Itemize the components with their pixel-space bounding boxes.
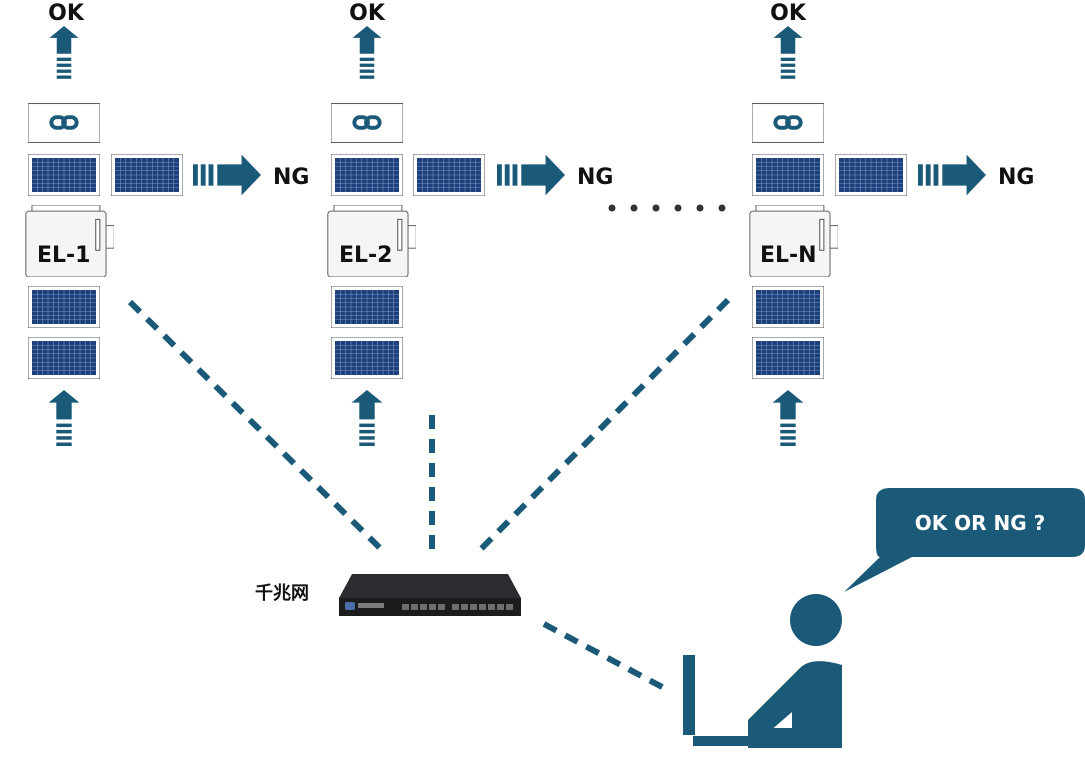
solar-panel: [331, 154, 403, 196]
el-label: EL-1: [37, 243, 91, 268]
ok-label: OK: [349, 1, 386, 26]
ok-label: OK: [770, 1, 807, 26]
solar-panel: [331, 286, 403, 328]
ellipsis-icon: [608, 204, 726, 212]
station-el-1: OK NG EL-1: [25, 1, 309, 446]
arrow-up-icon: [773, 26, 803, 79]
solar-panel: [752, 286, 824, 328]
ok-label: OK: [48, 1, 85, 26]
link-el-n: [477, 297, 731, 553]
link-icon: [28, 103, 100, 143]
arrow-up-icon: [49, 26, 79, 79]
arrow-right-icon: [918, 154, 986, 196]
operator-icon: [683, 594, 842, 748]
solar-panel-ng: [413, 154, 485, 196]
solar-panel: [752, 154, 824, 196]
arrow-up-icon: [48, 390, 80, 446]
router-icon: [339, 574, 521, 616]
el-label: EL-N: [760, 243, 817, 268]
speech-bubble: OK OR NG ?: [844, 488, 1085, 592]
arrow-up-icon: [351, 390, 383, 446]
ng-label: NG: [273, 165, 309, 190]
arrow-right-icon: [497, 154, 565, 196]
station-el-n: OK NG EL-N: [749, 1, 1034, 446]
solar-panel: [331, 337, 403, 379]
station-el-2: OK NG EL-2: [327, 1, 613, 446]
solar-panel: [752, 337, 824, 379]
solar-panel: [28, 154, 100, 196]
link-el-1: [127, 299, 385, 553]
link-icon: [331, 103, 403, 143]
arrow-up-icon: [352, 26, 382, 79]
speech-bubble-text: OK OR NG ?: [915, 511, 1046, 535]
solar-panel-ng: [835, 154, 907, 196]
ng-label: NG: [998, 165, 1034, 190]
solar-panel: [28, 337, 100, 379]
ng-label: NG: [577, 165, 613, 190]
el-label: EL-2: [339, 243, 393, 268]
link-icon: [752, 103, 824, 143]
solar-panel-ng: [111, 154, 183, 196]
network-links: [127, 297, 731, 691]
solar-panel: [28, 286, 100, 328]
arrow-up-icon: [772, 390, 804, 446]
arrow-right-icon: [193, 154, 261, 196]
network-label: 千兆网: [255, 583, 309, 604]
link-operator: [542, 621, 666, 691]
